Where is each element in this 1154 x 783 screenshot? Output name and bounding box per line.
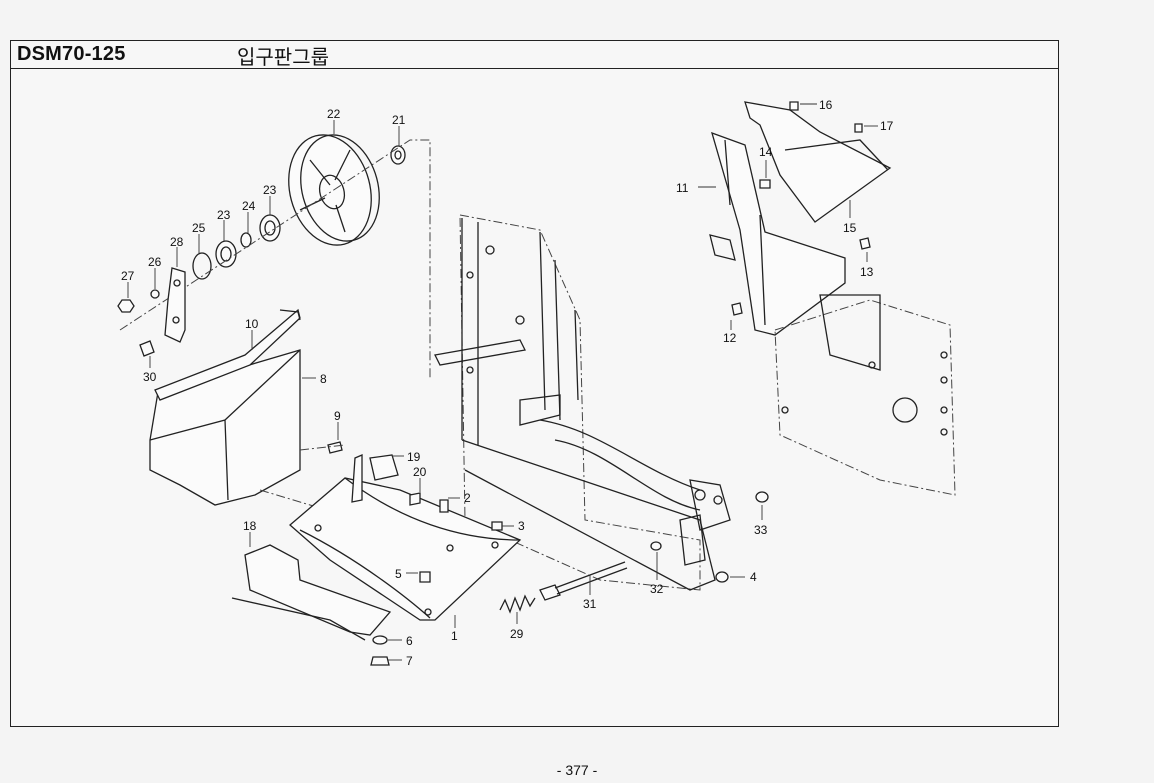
part-label-21: 21	[392, 113, 406, 127]
part-label-29: 28	[170, 235, 184, 249]
part-label-6: 6	[406, 634, 413, 648]
part-label-18: 18	[243, 519, 257, 533]
part-label-7: 7	[406, 654, 413, 668]
part-label-27: 27	[121, 269, 135, 283]
spring-and-rod	[499, 101, 871, 614]
part-label-32: 32	[650, 582, 664, 596]
tray-and-plate	[231, 454, 522, 666]
part-label-23a: 23	[263, 183, 277, 197]
part-label-14: 14	[759, 145, 773, 159]
part-label-8: 8	[320, 372, 327, 386]
part-label-10: 10	[245, 317, 259, 331]
part-label-15: 15	[843, 221, 857, 235]
part-label-33: 33	[754, 523, 768, 537]
part-label-30: 30	[143, 370, 157, 384]
pulley-assembly	[117, 134, 431, 380]
part-label-12: 12	[723, 331, 737, 345]
part-label-26: 26	[148, 255, 162, 269]
part-label-9: 9	[334, 409, 341, 423]
part-label-19: 19	[407, 450, 421, 464]
main-frame-assembly	[434, 214, 731, 591]
model-number: DSM70-125	[17, 43, 126, 65]
part-label-3: 3	[518, 519, 525, 533]
right-bracket-assembly	[709, 101, 956, 496]
part-label-13: 13	[860, 265, 874, 279]
part-label-22: 22	[327, 107, 341, 121]
title-bar: DSM70-125 입구판그룹	[11, 41, 1058, 69]
cover-and-rail	[149, 308, 361, 521]
part-label-24: 25	[192, 221, 206, 235]
part-label-25: 24	[242, 199, 256, 213]
part-label-17: 17	[880, 119, 894, 133]
part-label-4: 4	[750, 570, 757, 584]
part-label-20: 20	[413, 465, 427, 479]
part-label-31: 31	[583, 597, 597, 611]
part-label-1: 1	[451, 629, 458, 643]
leader-lines	[127, 103, 878, 661]
group-title: 입구판그룹	[237, 45, 329, 69]
part-label-23b: 23	[217, 208, 231, 222]
part-label-2: 2	[464, 491, 471, 505]
part-label-28: 29	[510, 627, 524, 641]
part-label-16: 16	[819, 98, 833, 112]
part-label-11: 11	[676, 181, 689, 195]
page-number: - 377 -	[556, 762, 598, 778]
part-labels: 22 21 23 24 23 25 28 26 27 30 10 8 9 19 …	[121, 98, 894, 668]
part-label-5: 5	[395, 567, 402, 581]
